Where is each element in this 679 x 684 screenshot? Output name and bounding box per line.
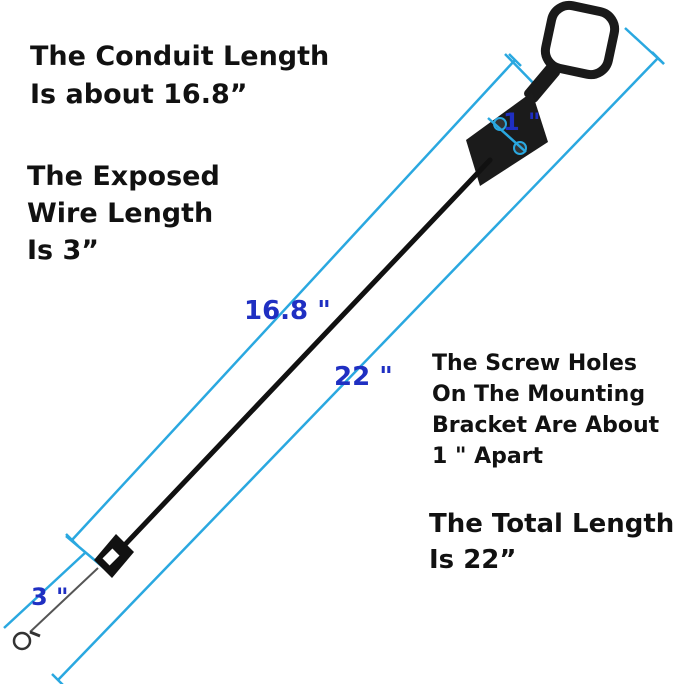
screw-holes-note: The Screw Holes On The Mounting Bracket … <box>432 351 660 469</box>
pull-handle <box>540 0 620 80</box>
total-length-note: The Total Length Is 22” <box>429 509 675 575</box>
exposed-wire-note: The Exposed Wire Length Is 3” <box>27 161 220 266</box>
conduit-dimension-label: 16.8 " <box>244 296 331 326</box>
conduit <box>115 157 493 555</box>
total-dimension-line <box>51 27 665 684</box>
exposed-dimension-line <box>3 535 105 629</box>
total-dimension-label: 22 " <box>334 362 393 392</box>
exposed-dimension-label: 3 " <box>31 583 69 611</box>
handle-stem <box>524 63 560 103</box>
holes-dimension-label: 1 " <box>503 108 541 136</box>
hole-spacing-marker <box>487 117 527 153</box>
exposed-wire <box>29 567 99 633</box>
conduit-length-note: The Conduit Length Is about 16.8” <box>30 41 330 110</box>
wire-ring <box>12 631 32 651</box>
